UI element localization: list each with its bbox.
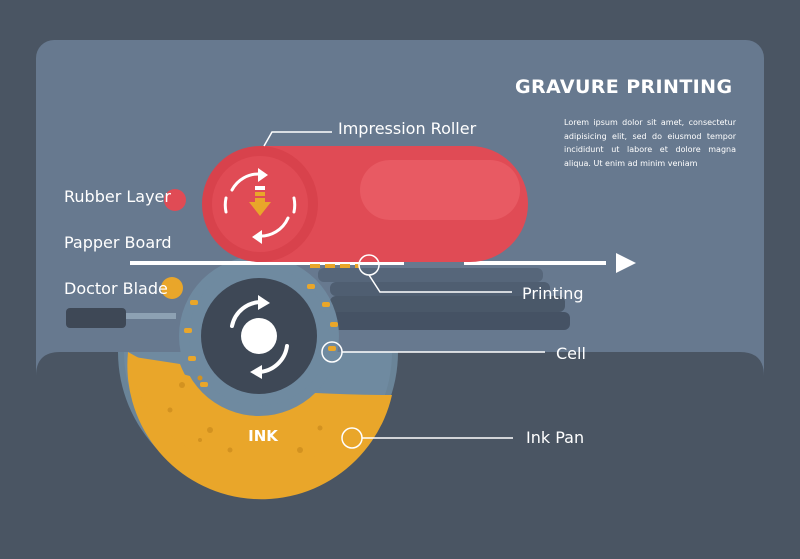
gravure-cylinder xyxy=(179,256,339,416)
paper-board xyxy=(130,253,636,273)
label-papper-board: Papper Board xyxy=(64,233,172,252)
label-printing: Printing xyxy=(522,284,584,303)
label-impression-roller: Impression Roller xyxy=(338,119,477,138)
label-ink: INK xyxy=(248,427,278,445)
label-doctor-blade: Doctor Blade xyxy=(64,279,168,298)
down-arrow-icon xyxy=(249,186,271,216)
paper-direction-arrow-icon xyxy=(616,253,636,273)
label-rubber-layer: Rubber Layer xyxy=(64,187,171,206)
rotate-arrows-icon xyxy=(230,295,289,379)
label-ink-pan: Ink Pan xyxy=(526,428,585,447)
impression-roller xyxy=(202,146,528,262)
ink-bubbles xyxy=(167,375,323,453)
label-cell: Cell xyxy=(556,344,586,363)
doctor-blade xyxy=(66,308,176,328)
ink-body xyxy=(128,356,370,469)
description-text: Lorem ipsum dolor sit amet, consectetur … xyxy=(564,118,736,168)
doctor-blade-dot xyxy=(161,277,183,299)
callout-lines xyxy=(263,131,545,449)
press-base xyxy=(318,268,570,330)
rubber-layer-dot xyxy=(164,189,186,211)
page-title: GRAVURE PRINTING xyxy=(515,76,733,98)
rotate-arrows-icon xyxy=(223,168,297,244)
